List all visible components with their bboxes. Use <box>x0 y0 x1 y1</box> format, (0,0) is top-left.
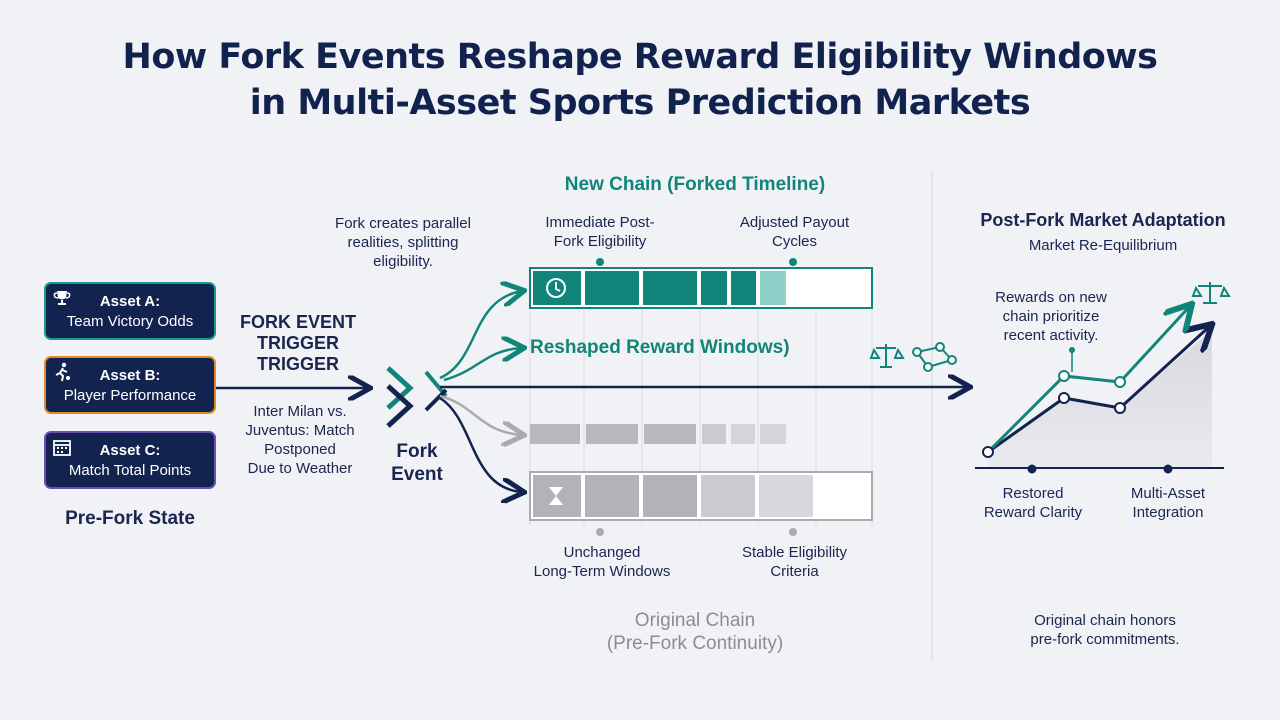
balance-icon <box>1191 282 1231 304</box>
asset-card-b[interactable]: Asset B: Player Performance <box>44 356 216 414</box>
adaptation-title: Post-Fork Market Adaptation <box>980 210 1226 230</box>
new-chain-title: New Chain (Forked Timeline) <box>564 174 826 195</box>
multi-asset-line-1: Multi-Asset <box>1130 485 1206 502</box>
adaptation-footer: Original chain honors pre-fork commitmen… <box>990 611 1220 649</box>
fork-event-line-2: Event <box>391 464 443 485</box>
unchanged-line-2: Long-Term Windows <box>533 563 671 580</box>
new-chain-branch <box>439 291 522 380</box>
scale-icon <box>869 344 905 368</box>
new-chain-segments <box>533 271 786 305</box>
marker-stable <box>789 528 797 536</box>
pre-fork-label: Pre-Fork State <box>65 508 195 529</box>
player-icon <box>55 362 70 382</box>
stable-line-1: Stable Eligibility <box>741 544 848 561</box>
adjusted-line-2: Cycles <box>771 233 817 250</box>
stable-eligibility-label: Stable Eligibility Criteria <box>712 543 877 581</box>
grey-window-bar <box>530 424 786 444</box>
adaptation-footer-line-2: pre-fork commitments. <box>1030 631 1180 648</box>
immediate-line-1: Immediate Post- <box>545 214 655 231</box>
fork-note: Fork creates parallel realities, splitti… <box>318 214 488 271</box>
adaptation-note-line-2: chain prioritize <box>1002 308 1100 325</box>
grey-branch <box>439 394 522 435</box>
multi-asset-line-2: Integration <box>1132 504 1204 521</box>
marker-immediate <box>596 258 604 266</box>
marker-unchanged <box>596 528 604 536</box>
original-chain-title-line-1: Original Chain <box>634 610 756 631</box>
adjusted-line-1: Adjusted Payout <box>739 214 850 231</box>
restored-line-2: Reward Clarity <box>983 504 1083 521</box>
calendar-icon <box>53 440 71 456</box>
trophy-icon <box>53 291 71 305</box>
adaptation-chart <box>975 306 1224 474</box>
asset-card-c[interactable]: Asset C: Match Total Points <box>44 431 216 489</box>
asset-b-label: Asset B: <box>99 367 161 384</box>
title-line-1: How Fork Events Reshape Reward Eligibili… <box>122 37 1158 77</box>
unchanged-windows-label: Unchanged Long-Term Windows <box>512 543 692 581</box>
fork-note-line-2: realities, splitting <box>347 234 459 251</box>
reshaped-branch <box>443 348 522 382</box>
original-chain-title-line-2: (Pre-Fork Continuity) <box>606 633 784 654</box>
trigger-desc-line-2: Juventus: Match <box>245 422 355 439</box>
restored-clarity-label: Restored Reward Clarity <box>962 484 1104 522</box>
hourglass-icon <box>549 487 563 505</box>
restored-line-1: Restored <box>1002 485 1064 502</box>
original-chain-title: Original Chain (Pre-Fork Continuity) <box>570 609 820 655</box>
immediate-eligibility-label: Immediate Post- Fork Eligibility <box>515 213 685 251</box>
fork-event-label: Fork Event <box>372 440 462 486</box>
title-line-2: in Multi-Asset Sports Prediction Markets <box>249 83 1031 123</box>
trigger-title: FORK EVENT TRIGGER TRIGGER <box>228 312 368 375</box>
network-icon <box>912 342 957 372</box>
original-chain-segments <box>533 475 813 517</box>
asset-a-sub: Team Victory Odds <box>66 313 194 330</box>
trigger-desc-line-4: Due to Weather <box>247 460 353 477</box>
asset-card-a[interactable]: Asset A: Team Victory Odds <box>44 282 216 340</box>
asset-c-label: Asset C: <box>99 442 161 459</box>
clock-icon <box>546 278 566 298</box>
fork-symbol <box>386 366 448 428</box>
original-chain-branch <box>439 396 522 492</box>
trigger-title-line-2: TRIGGER <box>256 333 339 353</box>
asset-b-sub: Player Performance <box>63 387 197 404</box>
multi-asset-label: Multi-Asset Integration <box>1100 484 1236 522</box>
asset-a-label: Asset A: <box>99 293 161 310</box>
immediate-line-2: Fork Eligibility <box>553 233 647 250</box>
adaptation-subtitle: Market Re-Equilibrium <box>1028 237 1178 254</box>
adaptation-note-line-1: Rewards on new <box>995 289 1107 306</box>
adaptation-note-line-3: recent activity. <box>1003 327 1099 344</box>
fork-note-line-3: eligibility. <box>373 253 433 270</box>
trigger-title-line-1: FORK EVENT <box>239 312 356 332</box>
adaptation-footer-line-1: Original chain honors <box>1034 612 1176 629</box>
marker-adjusted <box>789 258 797 266</box>
asset-c-sub: Match Total Points <box>68 462 192 479</box>
adjusted-payout-label: Adjusted Payout Cycles <box>712 213 877 251</box>
trigger-desc-line-3: Postponed <box>264 441 336 458</box>
stable-line-2: Criteria <box>770 563 819 580</box>
unchanged-line-1: Unchanged <box>563 544 641 561</box>
fork-event-line-1: Fork <box>396 441 438 462</box>
reshaped-windows-label: Reshaped Reward Windows) <box>530 337 790 358</box>
fork-note-line-1: Fork creates parallel <box>335 215 471 232</box>
adaptation-note: Rewards on new chain prioritize recent a… <box>966 288 1136 345</box>
trigger-desc-line-1: Inter Milan vs. <box>253 403 347 420</box>
trigger-description: Inter Milan vs. Juventus: Match Postpone… <box>230 402 370 478</box>
trigger-title-line-3: TRIGGER <box>256 354 339 374</box>
